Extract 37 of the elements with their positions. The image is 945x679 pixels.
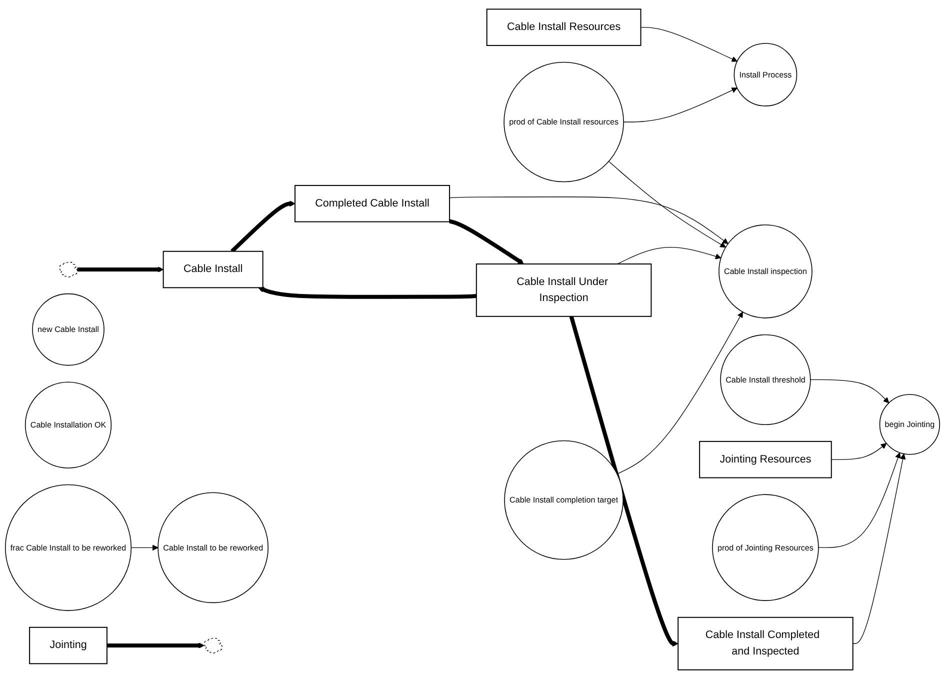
arrow xyxy=(608,161,726,248)
node-circle: Cable Installation OK xyxy=(24,382,112,468)
node-circle: prod of Jointing Resources xyxy=(712,494,819,601)
arrow xyxy=(640,26,738,62)
node-circle: Install Process xyxy=(734,43,798,106)
arrow xyxy=(569,316,678,647)
node-circle: Cable Install inspection xyxy=(718,224,812,318)
arrow xyxy=(258,286,477,299)
arrow xyxy=(617,246,722,264)
arrow xyxy=(623,88,738,122)
node-circle: frac Cable Install to be reworked xyxy=(4,484,132,611)
arrow xyxy=(810,379,890,404)
node-cloud xyxy=(204,638,223,654)
arrow xyxy=(818,452,901,548)
node-circle: begin Jointing xyxy=(879,394,940,455)
node-box: Cable Install Under Inspection xyxy=(476,263,652,317)
node-box: Jointing xyxy=(29,626,108,664)
arrow xyxy=(230,200,296,253)
node-circle: prod of Cable Install resources xyxy=(504,62,624,182)
arrow xyxy=(106,642,204,648)
node-circle: Cable Install to be reworked xyxy=(158,492,269,604)
node-circle: Cable Install completion target xyxy=(504,440,624,560)
node-box: Jointing Resources xyxy=(699,440,832,478)
arrow xyxy=(449,196,728,244)
arrow xyxy=(77,266,164,272)
node-box: Completed Cable Install xyxy=(294,184,450,222)
arrow xyxy=(449,219,524,264)
node-box: Cable Install Resources xyxy=(486,8,642,46)
arrow xyxy=(852,454,906,644)
node-circle: new Cable Install xyxy=(32,293,104,366)
arrow xyxy=(831,443,887,460)
node-cloud xyxy=(59,262,78,278)
node-box: Cable Install Completed and Inspected xyxy=(678,616,854,670)
node-box: Cable Install xyxy=(162,250,264,288)
node-circle: Cable Install threshold xyxy=(720,334,811,426)
arrow xyxy=(130,544,158,551)
arrow xyxy=(616,312,743,474)
